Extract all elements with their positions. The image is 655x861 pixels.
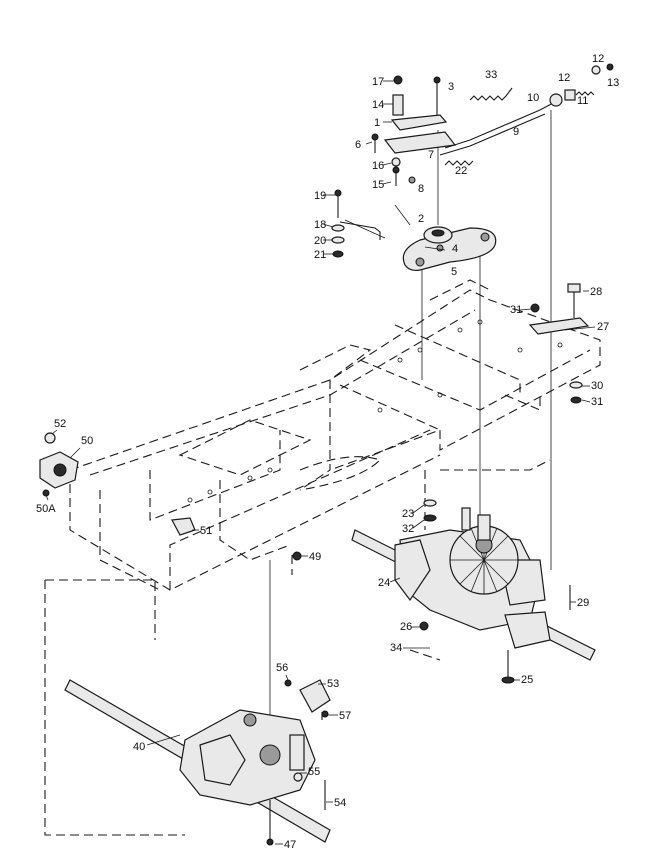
callout-18: 18 — [314, 219, 326, 231]
callout-34: 34 — [390, 642, 402, 654]
callout-10: 10 — [527, 92, 539, 104]
pulley-plate — [402, 226, 497, 272]
callout-57: 57 — [339, 710, 351, 722]
callout-29: 29 — [577, 597, 589, 609]
callout-19: 19 — [314, 190, 326, 202]
callout-5: 5 — [451, 266, 457, 278]
left-transaxle — [64, 551, 331, 846]
callout-25: 25 — [521, 674, 533, 686]
callout-12b: 12 — [592, 53, 604, 65]
leader-lines — [44, 110, 552, 836]
callout-17: 17 — [372, 76, 384, 88]
callout-8: 8 — [418, 183, 424, 195]
callout-49: 49 — [309, 551, 321, 563]
bearing-assembly — [39, 432, 79, 497]
control-linkage — [371, 63, 614, 186]
right-transaxle — [351, 499, 596, 684]
callout-31a: 31 — [510, 304, 522, 316]
callout-47: 47 — [284, 839, 296, 851]
callout-1: 1 — [374, 117, 380, 129]
callout-32: 32 — [402, 523, 414, 535]
chassis-frame — [69, 279, 601, 591]
callout-52: 52 — [54, 418, 66, 430]
callout-26: 26 — [400, 621, 412, 633]
callout-21: 21 — [314, 249, 326, 261]
callout-54: 54 — [334, 797, 346, 809]
callout-12a: 12 — [558, 72, 570, 84]
callout-3: 3 — [448, 81, 454, 93]
callout-50A: 50A — [36, 503, 56, 515]
callout-30: 30 — [591, 380, 603, 392]
callout-51: 51 — [200, 525, 212, 537]
callout-28: 28 — [590, 286, 602, 298]
callout-2: 2 — [418, 213, 424, 225]
callout-9: 9 — [513, 126, 519, 138]
callout-13: 13 — [607, 77, 619, 89]
part-51 — [171, 517, 196, 536]
callout-50: 50 — [81, 435, 93, 447]
callout-leaders — [45, 80, 596, 845]
callout-20: 20 — [314, 235, 326, 247]
callout-15: 15 — [372, 179, 384, 191]
callout-56: 56 — [276, 662, 288, 674]
callout-11: 11 — [577, 95, 588, 107]
callout-33: 33 — [485, 69, 497, 81]
callout-23: 23 — [402, 508, 414, 520]
callout-24: 24 — [378, 577, 390, 589]
rod-assembly — [331, 189, 381, 258]
callout-7: 7 — [428, 149, 434, 161]
callout-6: 6 — [355, 139, 361, 151]
callout-labels: 1 2 3 4 5 6 7 8 9 10 11 12 12 13 14 15 1… — [36, 53, 619, 851]
callout-22: 22 — [455, 165, 467, 177]
bracket-27 — [528, 283, 590, 404]
callout-16: 16 — [372, 160, 384, 172]
callout-40: 40 — [133, 741, 145, 753]
callout-27: 27 — [597, 321, 609, 333]
callout-55: 55 — [308, 766, 320, 778]
callout-4: 4 — [452, 243, 458, 255]
callout-53: 53 — [327, 678, 339, 690]
callout-31b: 31 — [591, 396, 603, 408]
callout-14: 14 — [372, 99, 384, 111]
